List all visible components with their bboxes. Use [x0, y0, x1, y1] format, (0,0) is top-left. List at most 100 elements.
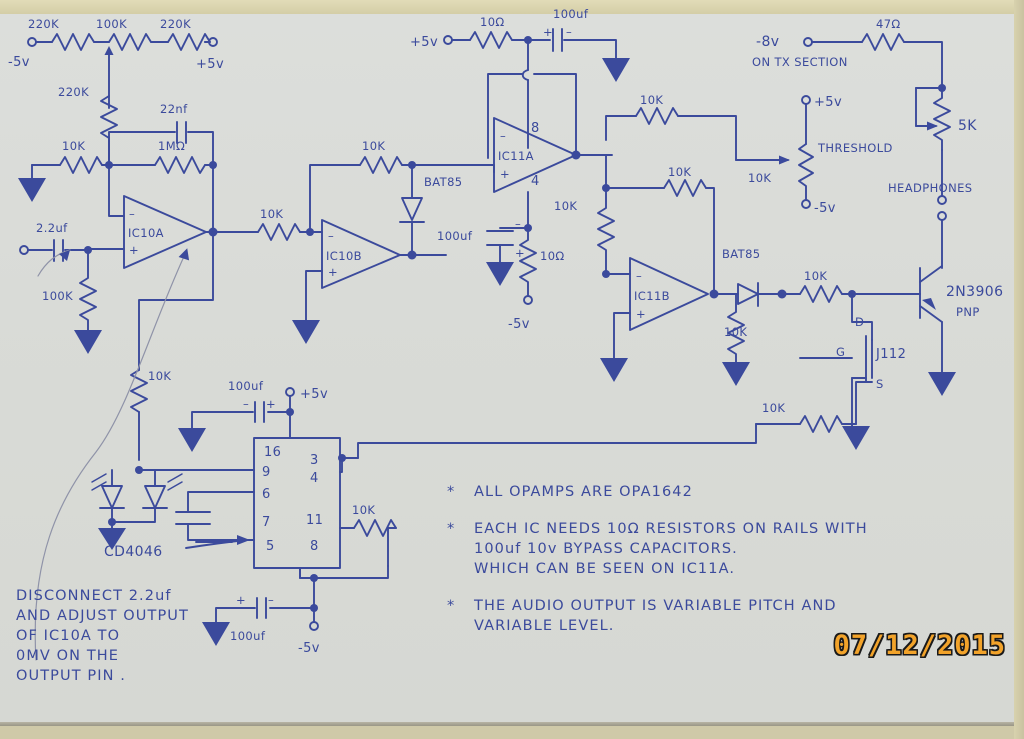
label-c100uf-pos: 100uf — [553, 7, 589, 21]
ic10b-label: IC10B — [326, 249, 362, 263]
label-2n3906: 2N3906 — [946, 284, 1003, 300]
adjust-note-block: DISCONNECT 2.2uf AND ADJUST OUTPUT OF IC… — [16, 588, 189, 684]
note-bullet-3: * — [447, 598, 455, 614]
svg-text:–: – — [268, 593, 274, 607]
ic10b-minus-sign: – — [328, 229, 334, 243]
svg-text:–: – — [243, 397, 249, 411]
cd4046-pin-9: 9 — [262, 465, 271, 480]
label-r10k-ic10b-fb: 10K — [362, 139, 385, 153]
notes-block: * ALL OPAMPS ARE OPA1642 * EACH IC NEEDS… — [447, 484, 868, 634]
label-supply-note: ON TX SECTION — [752, 55, 848, 69]
offset-null-network: 220K 100K 220K -5v +5v 220K — [8, 17, 224, 169]
label-cd4046-neg5: -5v — [298, 641, 320, 656]
ic11a-stage: +5v 10Ω 100uf + – – + IC11A — [410, 7, 630, 332]
ic10a-stage: 22nf 1MΩ 10K – + IC10A — [18, 102, 218, 661]
note-bullet-2: * — [447, 521, 455, 537]
label-r220k-left: 220K — [28, 17, 59, 31]
ground-symbol — [18, 178, 46, 202]
note-line-4: WHICH CAN BE SEEN ON IC11A. — [474, 561, 735, 577]
label-r10k-top: 10K — [640, 93, 663, 107]
ic10b-plus-sign: + — [328, 265, 338, 279]
ic11b-plus-sign: + — [636, 307, 646, 321]
note-line-1: ALL OPAMPS ARE OPA1642 — [474, 484, 693, 500]
adjust-note-line-4: 0MV ON THE — [16, 648, 119, 664]
note-line-6: VARIABLE LEVEL. — [474, 618, 615, 634]
note-line-5: THE AUDIO OUTPUT IS VARIABLE PITCH AND — [473, 598, 837, 614]
cd4046-pin-8: 8 — [310, 539, 319, 554]
adjust-note-line-3: OF IC10A TO — [16, 628, 120, 644]
label-rail-neg5-topleft: -5v — [8, 55, 30, 70]
label-r10k-series: 10K — [804, 269, 827, 283]
label-r1m: 1MΩ — [158, 139, 185, 153]
label-r10k-ic10a-in: 10K — [62, 139, 85, 153]
label-r10ohm-pos: 10Ω — [480, 15, 505, 29]
ic11a-pin8: 8 — [531, 121, 540, 136]
ic11b-stage: 10K 10K 10K – + IC11B 10K — [600, 93, 921, 386]
cd4046-pin-11: 11 — [306, 513, 323, 528]
label-r220k-wiper: 220K — [58, 85, 89, 99]
svg-text:–: – — [515, 217, 521, 231]
label-rail-neg5-ic11a: -5v — [508, 317, 530, 332]
svg-text:–: – — [566, 25, 572, 39]
label-c2u2: 2.2uf — [36, 221, 68, 235]
label-r220k-right: 220K — [160, 17, 191, 31]
threshold-pot: +5v THRESHOLD -5v — [798, 95, 893, 216]
label-cd4046-pos5: +5v — [300, 387, 328, 402]
label-jfet-pin-g: G — [836, 345, 845, 359]
label-r10k-threshold: 10K — [748, 171, 771, 185]
cd4046-pin-5: 5 — [266, 539, 275, 554]
ic10a-plus-sign: + — [129, 243, 139, 257]
cd4046-pin-16: 16 — [264, 445, 281, 460]
label-threshold-pos5: +5v — [814, 95, 842, 110]
label-r100k-pot: 100K — [96, 17, 127, 31]
label-cd4046-c-pos: 100uf — [228, 379, 264, 393]
label-r5k-pot: 5K — [958, 118, 977, 134]
label-r10k-ic10a-gnd: 10K — [148, 369, 171, 383]
label-cd4046-c-neg: 100uf — [230, 629, 266, 643]
label-threshold: THRESHOLD — [817, 141, 893, 155]
ic11b-label: IC11B — [634, 289, 670, 303]
svg-text:+: + — [266, 397, 276, 411]
desk-surface-right — [1014, 0, 1024, 739]
label-supply-neg8: -8v — [756, 34, 779, 50]
note-line-3: 100uf 10v BYPASS CAPACITORS. — [474, 541, 738, 557]
adjust-note-line-5: OUTPUT PIN . — [16, 668, 126, 684]
label-rail-pos5-topleft: +5v — [196, 57, 224, 72]
label-jfet-pin-s: S — [876, 377, 884, 391]
label-r10k-ic11a-out: 10K — [554, 199, 577, 213]
note-bullet-1: * — [447, 484, 455, 500]
label-bat85-ic11b: BAT85 — [722, 247, 761, 261]
output-stage: -8v 47Ω ON TX SECTION 5K HEADPHONES — [752, 17, 1003, 450]
cd4046-pin-4: 4 — [310, 471, 319, 486]
label-r10ohm-neg: 10Ω — [540, 249, 565, 263]
ic10a-label: IC10A — [128, 226, 164, 240]
label-c22nf: 22nf — [160, 102, 188, 116]
ic10b-stage: 10K 10K – + IC10B BAT85 — [212, 139, 463, 344]
adjust-note-line-2: AND ADJUST OUTPUT — [16, 608, 189, 624]
note-line-2: EACH IC NEEDS 10Ω RESISTORS ON RAILS WIT… — [474, 521, 868, 537]
label-bat85-ic10b: BAT85 — [424, 175, 463, 189]
label-headphones-top: HEADPHONES — [888, 181, 972, 195]
label-r10k-pin11: 10K — [352, 503, 375, 517]
label-threshold-neg5: -5v — [814, 201, 836, 216]
svg-text:+: + — [515, 246, 525, 260]
cd4046-pin-3: 3 — [310, 453, 319, 468]
adjust-note-line-1: DISCONNECT 2.2uf — [16, 588, 172, 604]
svg-text:+: + — [543, 25, 553, 39]
label-jfet-pin-d: D — [855, 315, 864, 329]
ic11a-pin4: 4 — [531, 174, 540, 189]
desk-surface-top — [0, 0, 1024, 16]
label-rail-pos5-ic11a: +5v — [410, 35, 438, 50]
ic11a-minus-sign: – — [500, 129, 506, 143]
ic11a-plus-sign: + — [500, 167, 510, 181]
ic11b-minus-sign: – — [636, 269, 642, 283]
label-cd4046: CD4046 — [104, 544, 163, 560]
label-j112: J112 — [875, 347, 906, 362]
label-pnp: PNP — [956, 305, 980, 319]
cd4046-pin-6: 6 — [262, 487, 271, 502]
label-r10k-ic11b-fb: 10K — [668, 165, 691, 179]
camera-date-stamp: 07/12/2015 — [833, 630, 1006, 661]
cd4046-block: 16 +5v 100uf + – 9 6 7 5 3 4 11 8 — [91, 379, 757, 656]
